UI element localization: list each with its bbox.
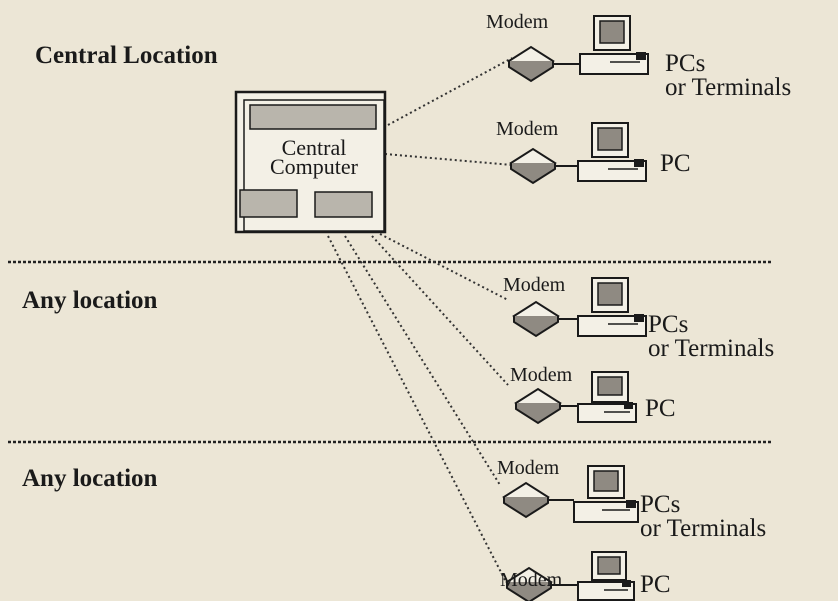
modem-label: Modem [497,457,560,479]
zone-label-central: Central Location [35,42,218,69]
device-label: PC [640,571,671,598]
device-label: PCs or Terminals [665,50,792,101]
device-label-line1: PCs [665,50,706,77]
central-computer-label-line1: Central [281,135,347,160]
modem-label: Modem [500,569,563,591]
device-label: PC [660,150,691,177]
device-label: PCs or Terminals [640,491,767,542]
mainframe-icon [234,90,387,234]
device-label-line2: or Terminals [648,335,775,362]
cables [548,63,580,586]
comm-line [371,235,509,386]
pc-icon [579,15,649,75]
modem-icon [502,481,550,519]
device-label-line2: or Terminals [640,515,767,542]
comm-line [379,233,509,301]
pc-icon [577,122,647,182]
central-computer-label: Central Computer [254,135,374,179]
comm-line [344,235,501,486]
modem-label: Modem [503,274,566,296]
modem-label: Modem [486,11,549,33]
pc-icon [573,465,639,523]
device-label: PCs or Terminals [648,311,775,362]
pc-icon [577,277,647,337]
comm-line [387,57,513,126]
pc-icon [577,371,637,423]
central-computer-label-line2: Computer [270,154,358,179]
modem-icon [507,45,555,83]
device-label: PC [645,395,676,422]
modem-icon [505,566,553,601]
comm-line [327,235,506,581]
modem-icon [509,147,557,185]
communication-lines [327,57,513,581]
modem-label: Modem [510,364,573,386]
pc-icon [577,551,635,601]
modem-icon [512,300,560,338]
zone-label-any-location: Any location [22,465,158,492]
modem-icon [514,387,562,425]
device-label-line1: PCs [648,311,689,338]
zone-label-any-location: Any location [22,287,158,314]
comm-line [384,153,513,166]
device-label-line2: or Terminals [665,74,792,101]
modem-label: Modem [496,118,559,140]
device-label-line1: PCs [640,491,681,518]
